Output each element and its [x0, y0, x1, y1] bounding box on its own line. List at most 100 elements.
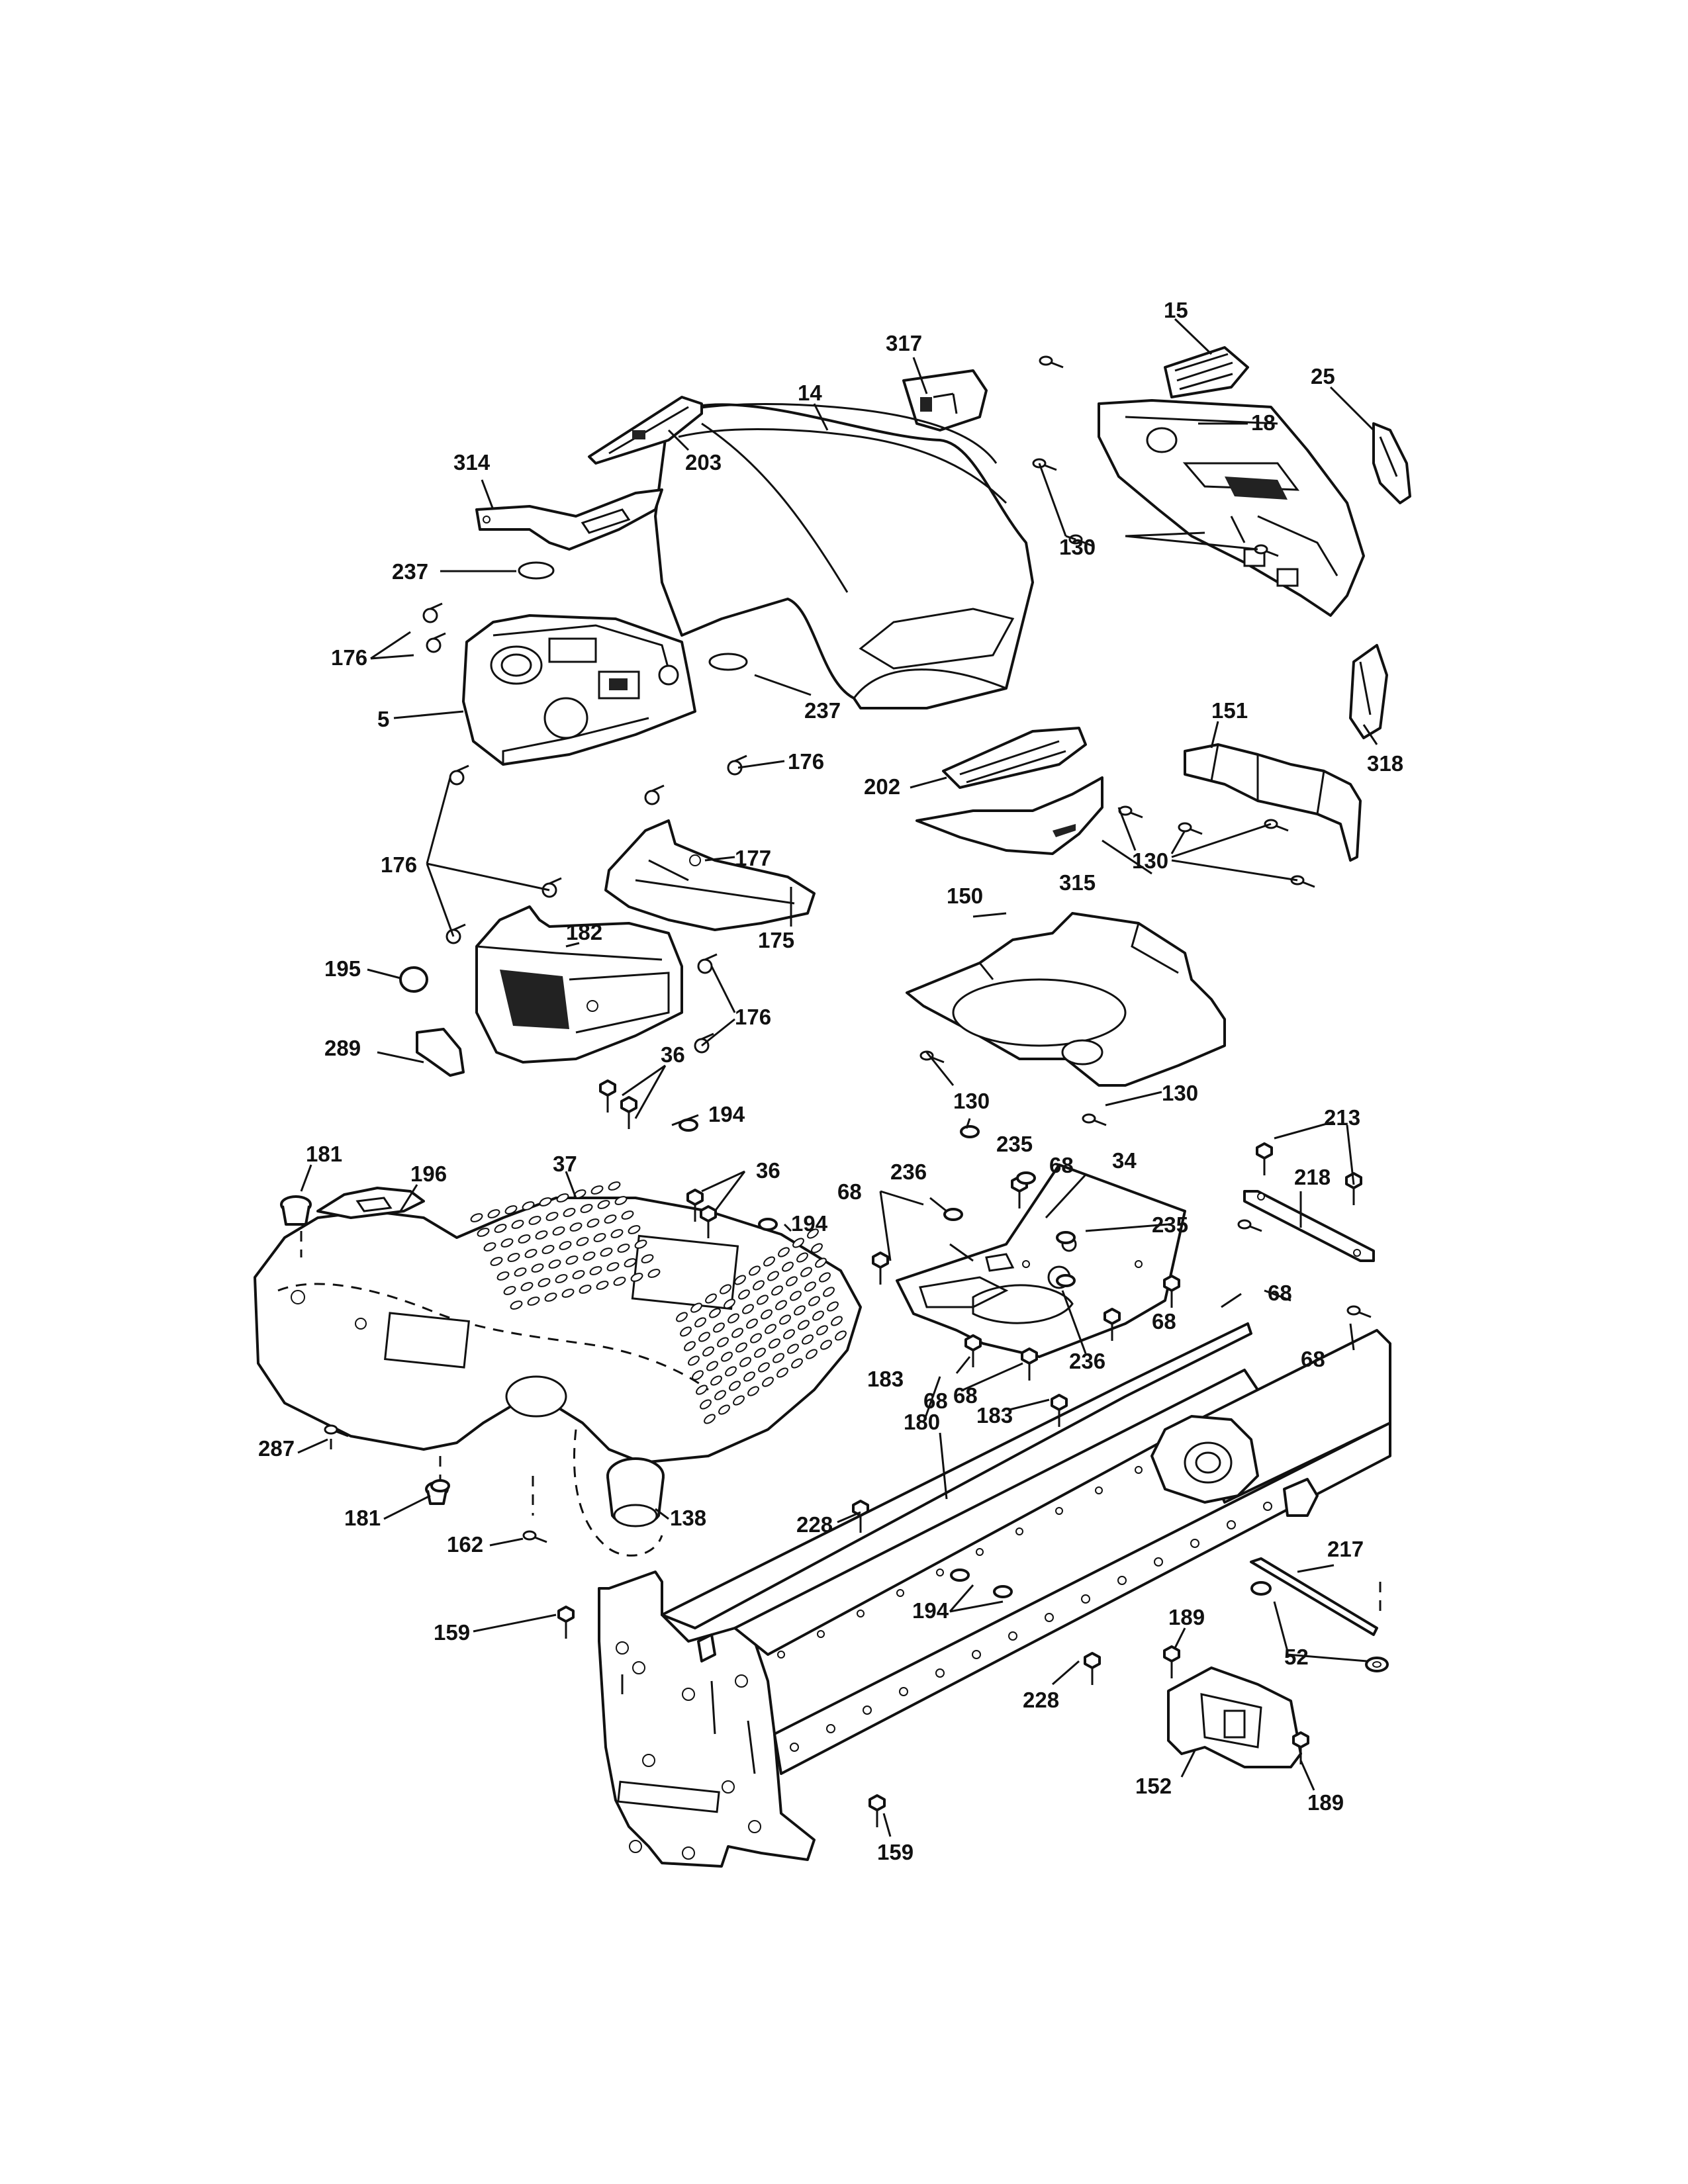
frame-hole [1263, 1502, 1272, 1511]
frame-hole [1045, 1613, 1054, 1622]
vent-slot [548, 1259, 561, 1269]
bolt-head [422, 608, 438, 623]
frame-hole [936, 1569, 944, 1576]
frame-hole [972, 1650, 981, 1659]
bolt-head [449, 770, 465, 786]
vent-slot [544, 1293, 557, 1302]
frame-hole [629, 1840, 642, 1853]
callout-177: 177 [735, 846, 771, 870]
part-138-boot [606, 1457, 665, 1527]
hex-bolt-head [620, 1096, 637, 1113]
vent-slot [694, 1317, 706, 1328]
vent-slot [765, 1324, 776, 1334]
vent-slot [806, 1349, 818, 1359]
bolt-fastener [644, 784, 665, 805]
vent-slot [586, 1218, 600, 1228]
vent-slot [539, 1197, 552, 1206]
vent-slot [790, 1291, 802, 1301]
callout-130: 130 [1162, 1081, 1198, 1105]
hex-bolt-head [1084, 1652, 1101, 1669]
vent-slot [690, 1302, 702, 1313]
callout-151: 151 [1211, 698, 1248, 723]
nut [430, 1479, 450, 1492]
frame-hole [748, 1820, 761, 1833]
vent-slot [743, 1371, 755, 1382]
callout-236: 236 [1069, 1349, 1105, 1373]
vent-slot [507, 1253, 520, 1262]
vent-slot [802, 1334, 814, 1345]
vent-slot [767, 1271, 779, 1281]
callout-194: 194 [791, 1211, 828, 1236]
screw-shank [1080, 540, 1094, 547]
vent-slot [779, 1314, 791, 1325]
callout-68: 68 [837, 1179, 862, 1204]
hex-bolt-head [599, 1079, 616, 1097]
vent-slot [496, 1271, 510, 1281]
hex-bolt [599, 1079, 616, 1113]
bolt-shank [433, 632, 446, 640]
hex-bolt [1051, 1394, 1068, 1427]
callout-labels: 15 317 25 14 18 314 203 237 130 176 5 23… [258, 298, 1403, 1864]
callout-130: 130 [1059, 535, 1096, 559]
vent-slot [503, 1286, 516, 1295]
callout-183: 183 [976, 1403, 1013, 1428]
frame-hole [616, 1641, 629, 1655]
vent-slot [569, 1222, 583, 1232]
callout-203: 203 [685, 450, 722, 475]
part-317-bracket [902, 369, 988, 432]
assembly-line [573, 1429, 663, 1557]
vent-slot [504, 1205, 518, 1214]
frame-hole [899, 1687, 908, 1696]
vent-slot [782, 1261, 794, 1272]
fender-vent-slots [470, 1181, 847, 1424]
vent-slot [831, 1316, 843, 1326]
vent-slot [613, 1277, 626, 1286]
frame-hole [857, 1610, 865, 1617]
screw-fastener [1039, 355, 1064, 369]
vent-slot [706, 1361, 718, 1371]
vent-slot [700, 1399, 712, 1410]
callout-228: 228 [1023, 1688, 1059, 1712]
vent-slot [597, 1200, 610, 1209]
vent-slot [510, 1300, 523, 1310]
callout-180: 180 [904, 1410, 940, 1434]
vent-slot [528, 1216, 541, 1225]
callout-183: 183 [867, 1367, 904, 1391]
frame-hole [1135, 1466, 1143, 1474]
frame-hole [896, 1589, 904, 1597]
part-237-plug [518, 561, 555, 580]
frame-hole [826, 1724, 835, 1733]
vent-slot [794, 1305, 806, 1316]
vent-slot [583, 1251, 596, 1261]
callout-194: 194 [912, 1598, 949, 1623]
vent-slot [518, 1234, 531, 1244]
frame-hole [863, 1706, 872, 1715]
callout-217: 217 [1327, 1537, 1364, 1561]
screw-shank [1130, 811, 1143, 819]
screw-shank [1358, 1311, 1372, 1318]
vent-slot [754, 1347, 766, 1358]
callout-228: 228 [796, 1512, 833, 1537]
vent-slot [545, 1212, 559, 1221]
callout-25: 25 [1311, 364, 1335, 388]
vent-slot [684, 1341, 696, 1351]
callout-176: 176 [788, 749, 824, 774]
frame-hole [1095, 1486, 1103, 1494]
vent-slot [807, 1228, 819, 1239]
vent-slot [483, 1242, 496, 1251]
vent-slot [763, 1256, 775, 1267]
part-217-rod [1250, 1557, 1382, 1636]
screw-head [1237, 1219, 1252, 1230]
frame-hole [1117, 1576, 1127, 1585]
vent-slot [490, 1257, 503, 1266]
vent-slot [563, 1208, 576, 1217]
bolt-head [697, 958, 713, 974]
frame-hole [735, 1674, 748, 1688]
vent-slot [628, 1225, 641, 1234]
vent-slot [804, 1281, 816, 1292]
vent-slot [692, 1370, 704, 1381]
frame-hole [1227, 1520, 1236, 1529]
vent-slot [634, 1240, 647, 1249]
vent-slot [791, 1358, 803, 1369]
hex-bolt [1021, 1347, 1038, 1381]
